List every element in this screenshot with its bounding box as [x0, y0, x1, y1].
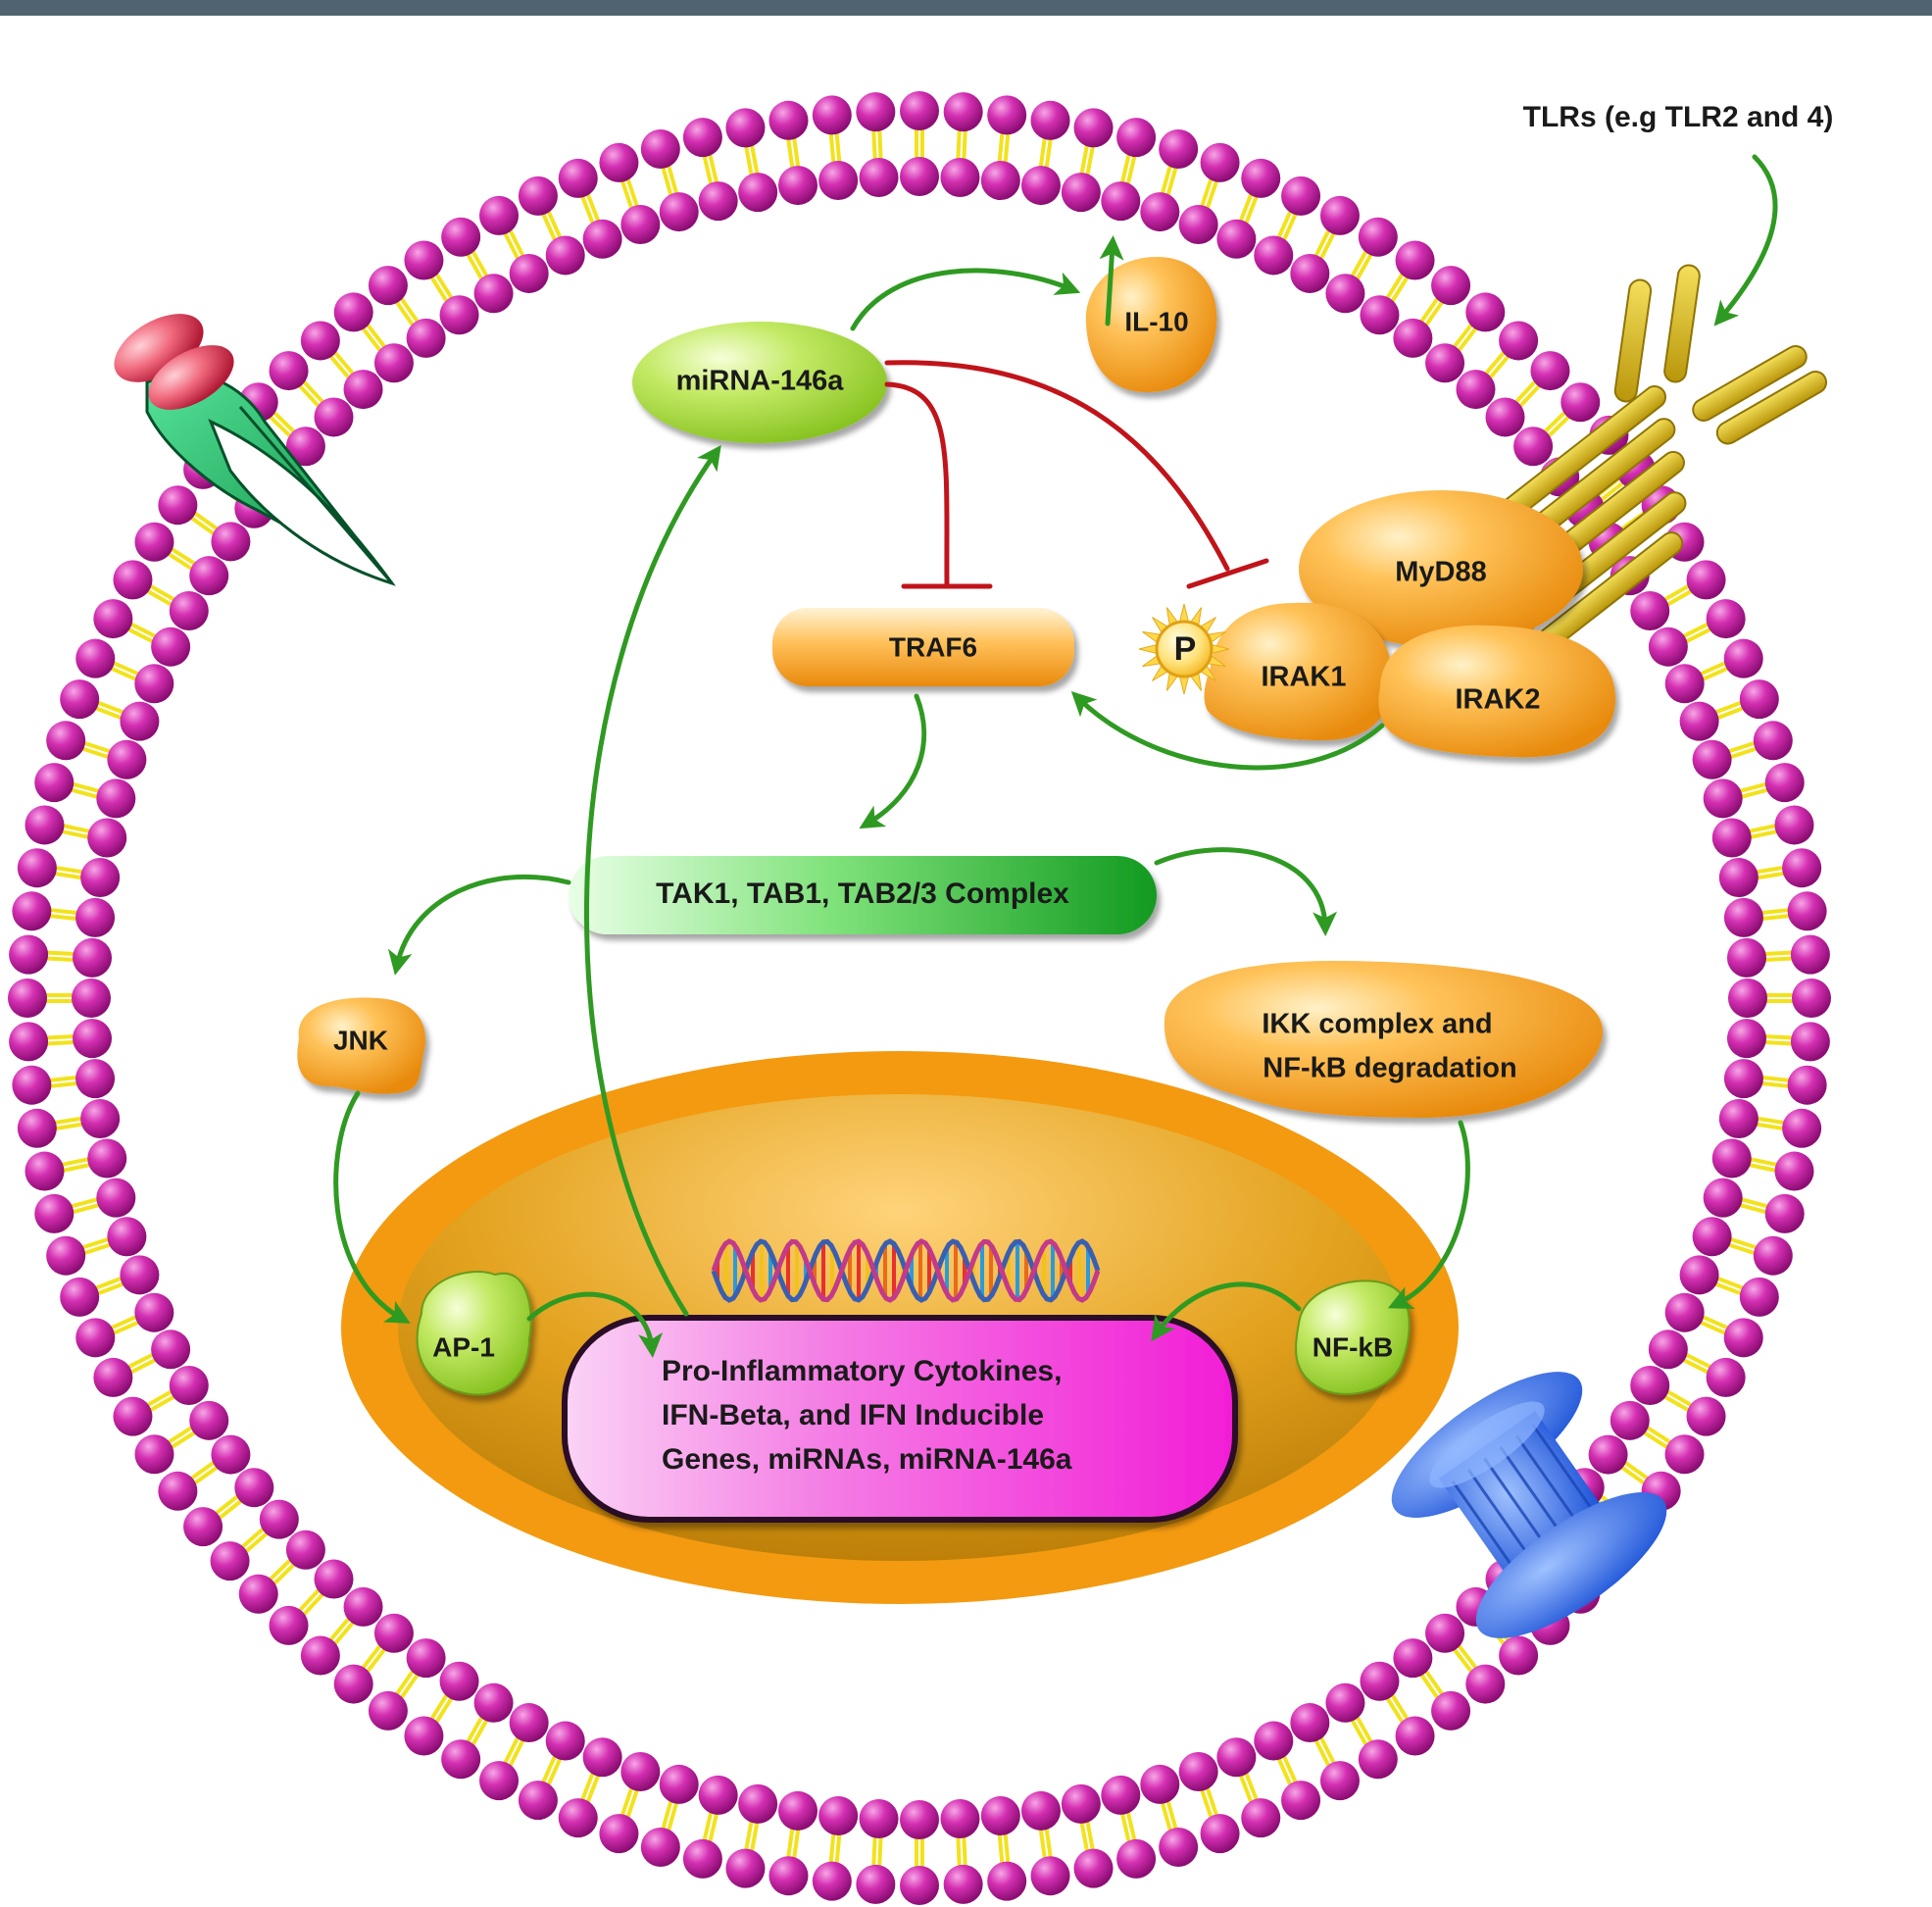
arrow-genes-to-mirna: [584, 444, 721, 1317]
arrow-tak-to-ikk: [1154, 847, 1338, 936]
lipid-tails: [45, 128, 1794, 1868]
arrow-jnk-to-ap1: [333, 1090, 411, 1324]
arrow-irak2-to-traf6: [1070, 691, 1385, 771]
irak2-node: [1378, 625, 1616, 758]
irak2-label: IRAK2: [1455, 684, 1540, 716]
il10-node: [1085, 257, 1217, 392]
ikk-node: [1164, 961, 1604, 1118]
jnk-node: [297, 997, 426, 1094]
genes-box: [562, 1315, 1238, 1523]
ap1-label: AP-1: [432, 1331, 495, 1362]
tak-complex-node: [569, 856, 1157, 934]
arrow-ikk-to-nfkb: [1387, 1120, 1470, 1310]
ap1-node: [416, 1270, 532, 1396]
myd88-label: MyD88: [1395, 557, 1487, 588]
phosphate-label: P: [1174, 630, 1197, 668]
activation-edges: [333, 154, 1778, 1358]
mirna146a-label: miRNA-146a: [676, 366, 845, 397]
inhibit-traf6-edge: [884, 381, 950, 589]
tak-complex-label: TAK1, TAB1, TAB2/3 Complex: [656, 878, 1069, 910]
inhibit-irak-bar: [1186, 558, 1269, 589]
irak1-label: IRAK1: [1261, 662, 1346, 693]
arrow-ap1-to-genes: [526, 1291, 664, 1358]
arrow-il10-up: [1099, 235, 1124, 326]
genes-label-line2: IFN-Beta, and IFN Inducible: [662, 1399, 1044, 1431]
mirna146a-node: [632, 322, 887, 443]
ikk-label-line2: NF-kB degradation: [1263, 1053, 1516, 1084]
dna-helix-icon: [711, 1238, 1101, 1303]
membrane-channel-icon: [114, 314, 396, 586]
arrow-tak-to-jnk: [387, 874, 571, 976]
il10-label: IL-10: [1124, 306, 1188, 336]
nfkb-node: [1295, 1280, 1411, 1395]
tlrs-label: TLRs (e.g TLR2 and 4): [1523, 101, 1834, 133]
ikk-label-line1: IKK complex and: [1262, 1009, 1492, 1040]
genes-label-line1: Pro-Inflammatory Cytokines,: [662, 1355, 1062, 1387]
top-bar: [0, 0, 1932, 16]
myd88-node: [1299, 490, 1583, 647]
irak1-node: [1204, 602, 1392, 740]
genes-label-line3: Genes, miRNAs, miRNA-146a: [662, 1443, 1072, 1476]
inhibition-edges: [884, 360, 1269, 589]
nfkb-label: NF-kB: [1313, 1331, 1393, 1362]
jnk-label: JNK: [333, 1025, 388, 1055]
arrow-tlrs-to-receptor: [1713, 154, 1778, 326]
traf6-label: TRAF6: [889, 631, 977, 662]
arrow-traf6-to-tak: [859, 693, 927, 829]
inhibit-irak-edge: [884, 360, 1230, 572]
membrane-pore-icon: [1391, 1372, 1667, 1638]
arrow-nfkb-to-genes: [1151, 1281, 1302, 1342]
arrow-mirna-to-il10: [850, 268, 1081, 331]
traf6-node: [772, 608, 1074, 686]
phosphate-icon: [1138, 603, 1230, 695]
